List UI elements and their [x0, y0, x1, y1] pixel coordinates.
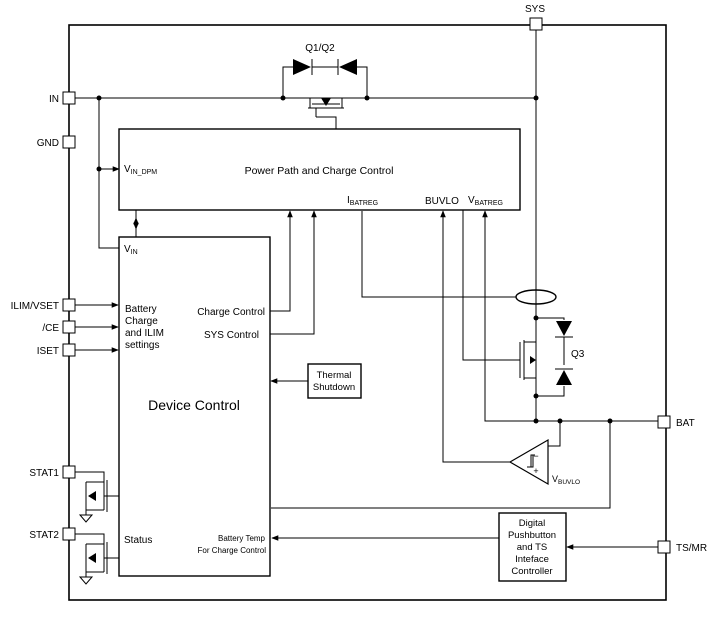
pin-gnd: GND — [37, 135, 76, 149]
battery-settings-line3: and ILIM — [125, 328, 164, 339]
wiring — [75, 30, 658, 559]
pin-stat2: STAT2 — [29, 527, 76, 541]
pin-iset: ISET — [37, 343, 76, 357]
thermal-line2: Shutdown — [313, 382, 355, 393]
ibatreg-label: IBATREG — [347, 195, 378, 207]
dp-line2: Pushbutton — [508, 530, 556, 541]
power-path-title: Power Path and Charge Control — [245, 165, 394, 177]
pin-ilim-label: ILIM/VSET — [11, 301, 59, 312]
svg-text:−: − — [533, 451, 538, 461]
dp-line3: and TS — [517, 542, 547, 553]
vbatreg-label: VBATREG — [468, 195, 503, 207]
pin-bat: BAT — [657, 415, 695, 429]
battery-temp-line2: For Charge Control — [198, 546, 267, 555]
pin-ce: /CE — [42, 320, 76, 334]
status-label: Status — [124, 535, 152, 546]
q3-mosfet: Q3 — [516, 318, 585, 396]
pin-ce-label: /CE — [42, 323, 59, 334]
pin-stat2-label: STAT2 — [29, 530, 59, 541]
pin-bat-label: BAT — [676, 418, 695, 429]
thermal-shutdown-block: Thermal Shutdown — [307, 363, 362, 399]
dp-line4: Inteface — [515, 554, 549, 565]
stat2-transistor — [78, 542, 108, 585]
pin-sys: SYS — [525, 4, 545, 31]
vin-dpm-label: VIN_DPM — [124, 164, 157, 176]
dp-line5: Controller — [511, 566, 552, 577]
digital-pushbutton-block: Digital Pushbutton and TS Inteface Contr… — [498, 512, 567, 582]
pin-gnd-label: GND — [37, 138, 59, 149]
device-control-title: Device Control — [148, 397, 240, 413]
vin-label: VIN — [124, 244, 138, 256]
battery-temp-line1: Battery Temp — [218, 534, 266, 543]
sys-control-label: SYS Control — [204, 330, 259, 341]
battery-settings-line2: Charge — [125, 316, 158, 327]
svg-text:+: + — [533, 466, 538, 476]
dp-line1: Digital — [519, 518, 545, 529]
q3-label: Q3 — [571, 349, 585, 360]
current-sense-ellipse — [515, 289, 557, 305]
buvlo-label: BUVLO — [425, 196, 459, 207]
q1q2-label: Q1/Q2 — [305, 43, 335, 54]
pin-sys-label: SYS — [525, 4, 545, 15]
charge-control-label: Charge Control — [197, 307, 265, 318]
buvlo-comparator: − + VBUVLO — [508, 438, 580, 486]
stat1-transistor — [78, 480, 108, 523]
pin-ts-mr: TS/MR — [657, 540, 707, 554]
pin-stat1-label: STAT1 — [29, 468, 59, 479]
pin-ilim: ILIM/VSET — [11, 298, 76, 312]
pin-in: IN — [49, 91, 76, 105]
pin-in-label: IN — [49, 94, 59, 105]
device-control-block: VIN Battery Charge and ILIM settings Cha… — [118, 236, 271, 577]
vbuvlo-label: VBUVLO — [552, 474, 580, 486]
q1q2-diodes: Q1/Q2 — [293, 43, 357, 75]
q1q2-mosfet — [308, 98, 344, 117]
battery-settings-line1: Battery — [125, 304, 157, 315]
power-path-block: Power Path and Charge Control VIN_DPM IB… — [118, 128, 521, 211]
pin-iset-label: ISET — [37, 346, 59, 357]
chip-outline — [68, 24, 667, 601]
battery-settings-line4: settings — [125, 340, 159, 351]
thermal-line1: Thermal — [317, 370, 352, 381]
pin-ts-mr-label: TS/MR — [676, 543, 707, 554]
pin-stat1: STAT1 — [29, 465, 76, 479]
